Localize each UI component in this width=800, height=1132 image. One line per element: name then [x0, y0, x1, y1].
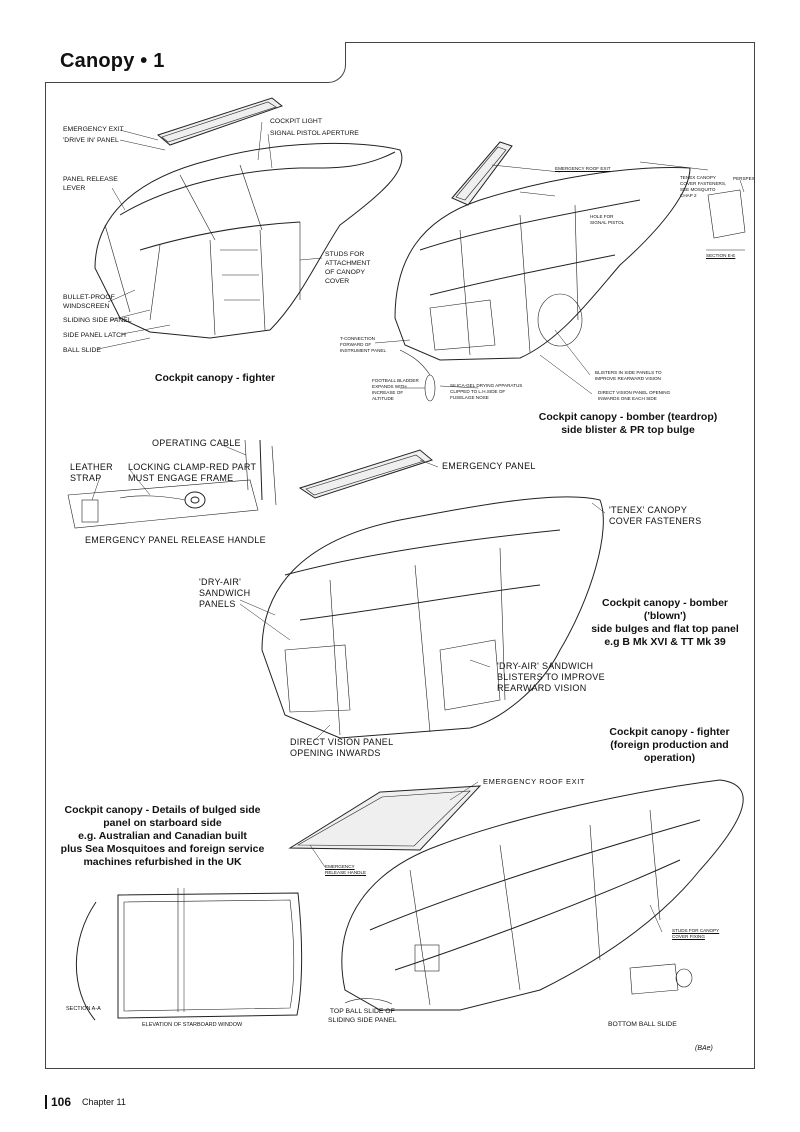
label-elevation-starboard: Elevation of starboard window — [142, 1022, 243, 1028]
label-release-handle: Emergency panel release handle — [85, 535, 266, 545]
label-perspex: Perspex — [733, 176, 755, 181]
label-section-ee: Section E-E — [706, 253, 736, 258]
label-football-bladder: Football bladder expands with increase o… — [372, 378, 419, 401]
teardrop-canopy-drawing — [394, 141, 746, 402]
caption-fighter: Cockpit canopy - fighter — [154, 372, 276, 384]
label-t-connection: T-connection forward of instrument panel — [340, 336, 387, 353]
caption-bulged-side: Cockpit canopy - Details of bulged side … — [60, 804, 265, 868]
label-direct-vision-teardrop: Direct vision panel opening inwards one … — [598, 390, 671, 401]
label-direct-vision-blown: Direct vision panel opening inwards — [290, 737, 394, 757]
window-elevation-drawing — [75, 888, 303, 1021]
release-handle-leaders — [91, 444, 247, 501]
label-cockpit-light: Cockpit light — [270, 118, 322, 125]
label-bottom-ball-slide: Bottom ball slide — [608, 1021, 677, 1028]
chapter-label: Chapter 11 — [82, 1097, 126, 1107]
label-sliding-side-panel: Sliding side panel — [63, 317, 132, 324]
foreign-canopy-drawing — [288, 779, 744, 1011]
label-ball-slide: Ball slide — [63, 347, 101, 354]
page-number: 106 — [45, 1095, 71, 1109]
label-bullet-proof-windscreen: Bullet-proof windscreen — [63, 294, 115, 310]
caption-bomber-blown: Cockpit canopy - bomber ('blown') side b… — [591, 597, 739, 648]
label-drive-in-panel: 'Drive in' panel — [63, 137, 119, 144]
label-top-ball-slide: Top ball slide of sliding side panel — [328, 1008, 397, 1024]
label-hole-signal-pistol: Hole for signal pistol — [590, 214, 625, 225]
label-blisters-side-panels: Blisters in side panels to improve rearw… — [595, 370, 662, 381]
teardrop-leaders — [374, 161, 745, 395]
label-locking-clamp: Locking clamp-red part must engage frame — [128, 462, 257, 483]
foreign-leaders — [309, 781, 663, 933]
blown-leaders — [239, 459, 606, 741]
label-tenex-blown: 'Tenex' canopy cover fasteners — [609, 505, 702, 526]
page-title: Canopy • 1 — [60, 50, 165, 72]
label-leather-strap: Leather strap — [70, 462, 113, 483]
label-emergency-panel: Emergency panel — [442, 461, 536, 471]
label-operating-cable: Operating cable — [152, 438, 241, 448]
label-emergency-release-handle: Emergency release handle — [325, 864, 367, 875]
title-tab — [45, 42, 346, 83]
label-dry-air-blisters: 'Dry-air' sandwich blisters to improve r… — [497, 661, 605, 693]
label-emergency-exit: Emergency exit — [63, 126, 124, 133]
label-studs-canopy-cover: Studs for canopy cover fixing — [672, 928, 720, 939]
label-dry-air-panels: 'Dry-air' sandwich panels — [199, 577, 251, 609]
page-frame — [45, 42, 755, 1069]
label-tenex-teardrop: Tenex canopy cover fasteners, see Mosqui… — [680, 175, 727, 198]
label-side-panel-latch: Side panel latch — [63, 332, 126, 339]
label-section-aa: Section A-A — [66, 1006, 101, 1012]
label-emergency-roof-exit-teardrop: Emergency roof exit — [555, 166, 611, 171]
fighter-canopy-drawing — [94, 97, 403, 339]
caption-bomber-teardrop: Cockpit canopy - bomber (teardrop) side … — [538, 411, 718, 436]
blown-canopy-drawing — [261, 449, 604, 739]
label-emergency-roof-exit-foreign: Emergency roof exit — [483, 777, 586, 786]
label-studs-attachment: Studs for attachment of canopy cover — [325, 251, 371, 285]
label-panel-release-lever: Panel release lever — [63, 176, 118, 192]
caption-fighter-foreign: Cockpit canopy - fighter (foreign produc… — [609, 726, 730, 764]
fighter-leaders — [97, 121, 323, 350]
label-silica-gel: Silica-gel drying apparatus clipped to L… — [450, 383, 523, 400]
image-credit: (BAe) — [695, 1045, 713, 1052]
label-signal-pistol-aperture: Signal pistol aperture — [270, 130, 359, 137]
release-handle-drawing — [67, 439, 277, 529]
